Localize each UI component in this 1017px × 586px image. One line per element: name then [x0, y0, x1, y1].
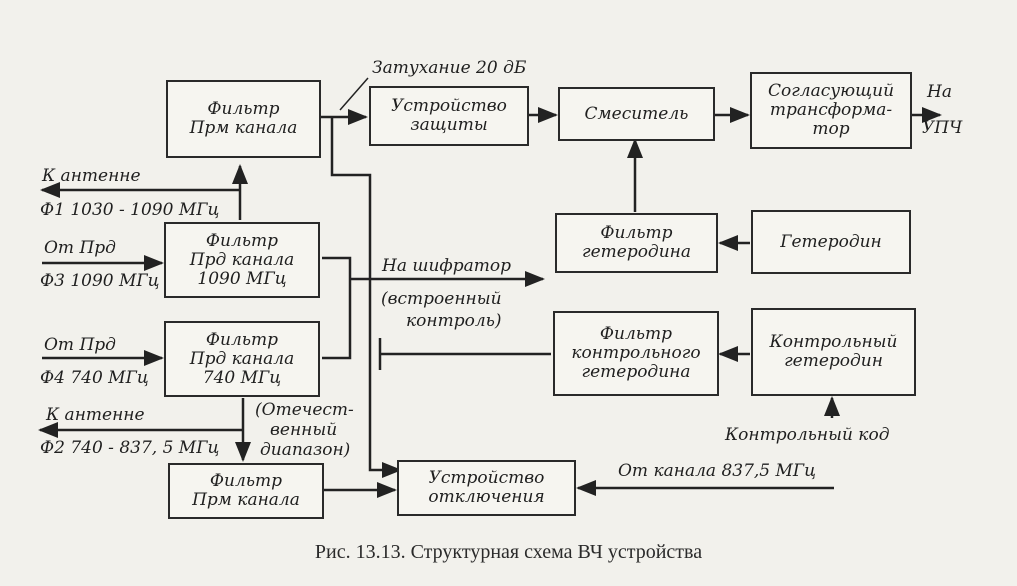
label-to-antenna-2: К антенне	[46, 405, 145, 425]
label-builtin-1: (встроенный	[381, 289, 502, 309]
block-ctrl-lo-filter-line2: контрольного	[571, 343, 701, 363]
attenuation-leader	[339, 77, 369, 111]
block-protection: Устройство защиты	[369, 86, 529, 146]
block-ctrl-lo-line2: гетеродин	[784, 351, 883, 371]
block-ctrl-lo: Контрольный гетеродин	[751, 308, 916, 396]
block-tx-filter-1090-line2: Прд канала	[189, 249, 295, 270]
block-lo-line1: Гетеродин	[780, 231, 882, 252]
block-lo-filter: Фильтр гетеродина	[555, 213, 718, 273]
block-tx-filter-1090: Фильтр Прд канала 1090 МГц	[164, 222, 320, 298]
label-phi3: Ф3 1090 МГц	[40, 271, 160, 291]
block-transformer-line1: Согласующий	[767, 81, 895, 101]
block-transformer: Согласующий трансформа- тор	[750, 72, 912, 149]
block-transformer-line3: тор	[812, 119, 850, 139]
label-phi1: Ф1 1030 - 1090 МГц	[40, 200, 220, 220]
block-lo: Гетеродин	[751, 210, 911, 274]
label-from-tx-1: От Прд	[44, 238, 116, 258]
block-rx-filter-top-line1: Фильтр	[207, 99, 280, 119]
block-tx-filter-740-line2: Прд канала	[189, 348, 295, 369]
block-tx-filter-740: Фильтр Прд канала 740 МГц	[164, 321, 320, 397]
block-transformer-line2: трансформа-	[769, 100, 893, 120]
block-lo-filter-line1: Фильтр	[600, 223, 673, 243]
label-domestic-1: (Отечест-	[255, 400, 354, 420]
block-disconnect-line2: отключения	[428, 487, 545, 507]
block-protection-line2: защиты	[410, 115, 488, 135]
label-to-if-2: УПЧ	[922, 118, 963, 138]
block-ctrl-lo-filter-line1: Фильтр	[599, 324, 673, 344]
block-tx-filter-740-line3: 740 МГц	[202, 367, 282, 388]
block-mixer-line1: Смеситель	[584, 103, 689, 124]
label-attenuation: Затухание 20 дБ	[372, 58, 527, 78]
label-domestic-2: венный	[270, 420, 338, 440]
label-to-antenna-1: К антенне	[42, 166, 141, 186]
block-disconnect-line1: Устройство	[428, 468, 545, 488]
label-from-channel: От канала 837,5 МГц	[618, 461, 817, 481]
block-lo-filter-line2: гетеродина	[581, 242, 691, 262]
block-rx-filter-bottom: Фильтр Прм канала	[168, 463, 324, 519]
wire-tx-coupler	[322, 256, 352, 360]
block-ctrl-lo-filter-line3: гетеродина	[581, 362, 691, 382]
block-mixer: Смеситель	[558, 87, 715, 141]
block-tx-filter-1090-line3: 1090 МГц	[197, 268, 287, 289]
block-rx-filter-top-line2: Прм канала	[189, 118, 298, 138]
label-to-encoder: На шифратор	[382, 256, 511, 276]
label-control-code: Контрольный код	[725, 425, 890, 445]
figure-caption: Рис. 13.13. Структурная схема ВЧ устройс…	[314, 541, 703, 563]
block-tx-filter-740-line1: Фильтр	[205, 329, 279, 350]
wire-disconnect-control	[330, 118, 402, 478]
block-tx-filter-1090-line1: Фильтр	[205, 230, 279, 251]
label-from-tx-2: От Прд	[44, 335, 116, 355]
block-ctrl-lo-filter: Фильтр контрольного гетеродина	[553, 311, 719, 396]
label-to-if-1: На	[927, 82, 952, 102]
label-phi2: Ф2 740 - 837, 5 МГц	[40, 438, 220, 458]
block-rx-filter-bottom-line2: Прм канала	[192, 490, 300, 510]
label-domestic-3: диапазон)	[260, 440, 351, 460]
block-rx-filter-top: Фильтр Прм канала	[166, 80, 321, 158]
label-phi4: Ф4 740 МГц	[40, 368, 149, 388]
block-ctrl-lo-line1: Контрольный	[769, 332, 898, 352]
block-disconnect: Устройство отключения	[397, 460, 576, 516]
block-rx-filter-bottom-line1: Фильтр	[209, 471, 283, 491]
block-protection-line1: Устройство	[391, 96, 507, 116]
label-builtin-2: контроль)	[406, 311, 502, 331]
